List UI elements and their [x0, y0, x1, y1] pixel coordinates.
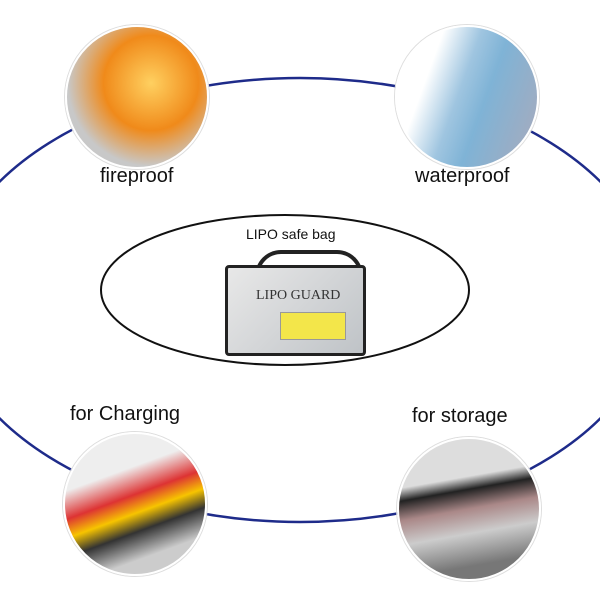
fireproof-image [65, 25, 209, 169]
storage-label: for storage [412, 405, 508, 427]
center-title: LIPO safe bag [246, 226, 336, 242]
charging-image [63, 432, 207, 576]
bag-brand-text: LIPO GUARD [256, 288, 341, 303]
waterproof-label: waterproof [415, 165, 510, 187]
storage-image [397, 437, 541, 581]
waterproof-image [395, 25, 539, 169]
charging-label: for Charging [70, 403, 181, 425]
fireproof-label: fireproof [100, 165, 174, 187]
outer-ring [0, 76, 600, 524]
warning-label [280, 312, 346, 340]
lipo-bag-image: LIPO GUARD [225, 265, 366, 356]
